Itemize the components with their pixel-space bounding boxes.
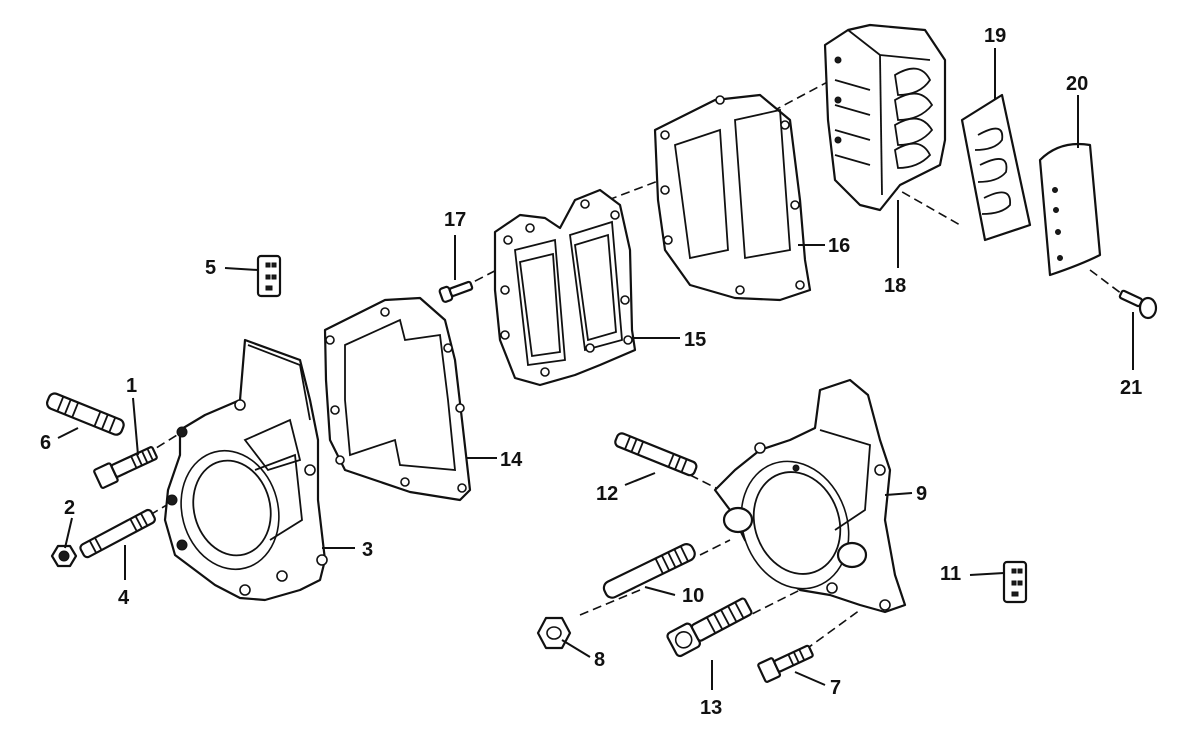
callout-19: 19	[984, 25, 1006, 47]
callout-16: 16	[828, 235, 850, 257]
part-6-stud	[46, 392, 125, 436]
part-21-screw	[1118, 289, 1158, 320]
part-5-clip	[256, 254, 282, 298]
part-19-reed	[960, 93, 1032, 242]
callout-7: 7	[830, 677, 841, 699]
part-9-adaptor	[713, 378, 907, 614]
callout-18: 18	[884, 275, 906, 297]
callout-12: 12	[596, 483, 618, 505]
part-7-bolt	[757, 644, 814, 683]
callout-1: 1	[126, 375, 137, 397]
part-2-nut	[50, 544, 78, 568]
part-1-bolt	[93, 446, 158, 489]
part-11-clip	[1002, 560, 1028, 604]
part-12-stud	[614, 432, 698, 477]
callout-8: 8	[594, 649, 605, 671]
callout-15: 15	[684, 329, 706, 351]
callout-9: 9	[916, 483, 927, 505]
callout-4: 4	[118, 587, 130, 609]
part-16-gasket	[653, 93, 812, 302]
callout-2: 2	[64, 497, 75, 519]
part-17-screw	[438, 280, 474, 303]
callout-5: 5	[205, 257, 216, 279]
part-18-reed-block	[823, 23, 947, 212]
part-8-nut	[536, 616, 572, 650]
callout-3: 3	[362, 539, 373, 561]
callout-21: 21	[1120, 377, 1142, 399]
part-15-plate	[493, 188, 637, 387]
callout-13: 13	[700, 697, 722, 719]
callout-11: 11	[940, 563, 961, 585]
callout-6: 6	[40, 432, 51, 454]
callout-10: 10	[682, 585, 704, 607]
part-4-stud	[79, 508, 156, 559]
part-13-bolt	[666, 597, 753, 658]
part-14-gasket	[323, 296, 472, 502]
callout-14: 14	[500, 449, 523, 471]
callout-20: 20	[1066, 73, 1088, 95]
callout-labels: 1 2 3 4 5 6 7 8 9 10 11 12 13 14 15 16 1…	[40, 25, 1142, 719]
leader-lines	[57, 48, 1134, 690]
part-10-stud	[602, 543, 696, 599]
callout-17: 17	[444, 209, 466, 231]
part-3-adaptor	[163, 338, 328, 602]
part-20-reed-stop	[1038, 142, 1102, 277]
